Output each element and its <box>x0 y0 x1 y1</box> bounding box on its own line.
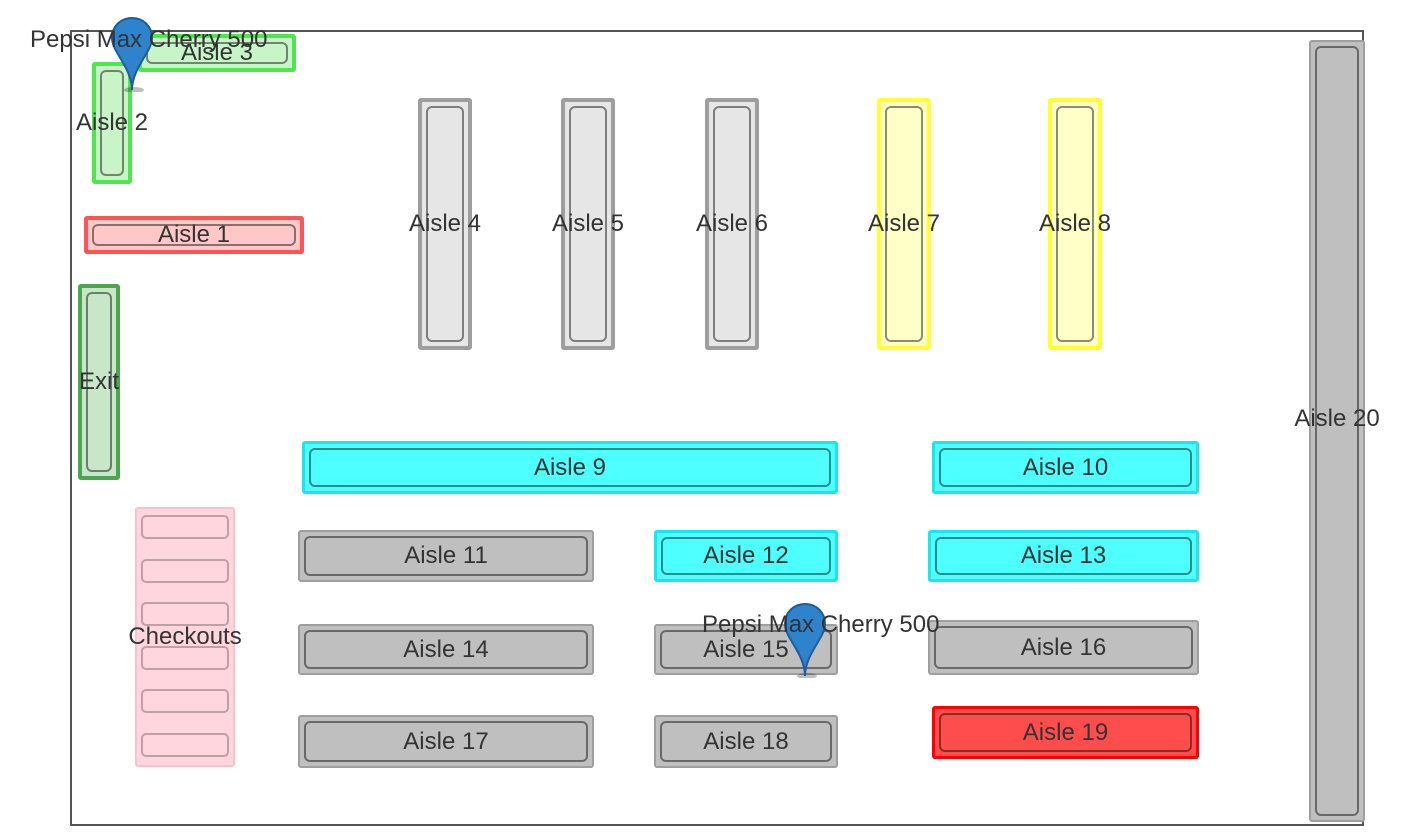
checkout-lane <box>141 515 229 539</box>
checkout-lane <box>141 733 229 757</box>
aisle-16[interactable]: Aisle 16 <box>928 620 1199 675</box>
map-pin-icon[interactable] <box>110 16 154 92</box>
aisle-20[interactable]: Aisle 20 <box>1294 40 1380 822</box>
checkout-lane <box>141 602 229 626</box>
checkouts[interactable]: Checkouts <box>128 507 242 767</box>
map-pin-icon[interactable] <box>783 602 827 678</box>
aisle-14[interactable]: Aisle 14 <box>298 624 594 675</box>
checkout-lane <box>141 689 229 713</box>
product-pin-label: Pepsi Max Cherry 500 <box>30 26 268 53</box>
aisle-18[interactable]: Aisle 18 <box>654 715 838 768</box>
aisle-19[interactable]: Aisle 19 <box>932 706 1199 759</box>
product-pin-label: Pepsi Max Cherry 500 <box>702 611 940 638</box>
aisle-17[interactable]: Aisle 17 <box>298 715 594 768</box>
aisle-8[interactable]: Aisle 8 <box>1039 98 1111 350</box>
checkout-lane <box>141 646 229 670</box>
exit[interactable]: Exit <box>78 284 120 480</box>
aisle-12[interactable]: Aisle 12 <box>654 530 838 582</box>
aisle-10[interactable]: Aisle 10 <box>932 441 1199 494</box>
aisle-7[interactable]: Aisle 7 <box>868 98 940 350</box>
aisle-4[interactable]: Aisle 4 <box>409 98 481 350</box>
aisle-5[interactable]: Aisle 5 <box>552 98 624 350</box>
checkout-lane <box>141 559 229 583</box>
aisle-1[interactable]: Aisle 1 <box>84 216 304 254</box>
aisle-11[interactable]: Aisle 11 <box>298 530 594 582</box>
aisle-13[interactable]: Aisle 13 <box>928 530 1199 582</box>
aisle-9[interactable]: Aisle 9 <box>302 441 838 494</box>
aisle-6[interactable]: Aisle 6 <box>696 98 768 350</box>
